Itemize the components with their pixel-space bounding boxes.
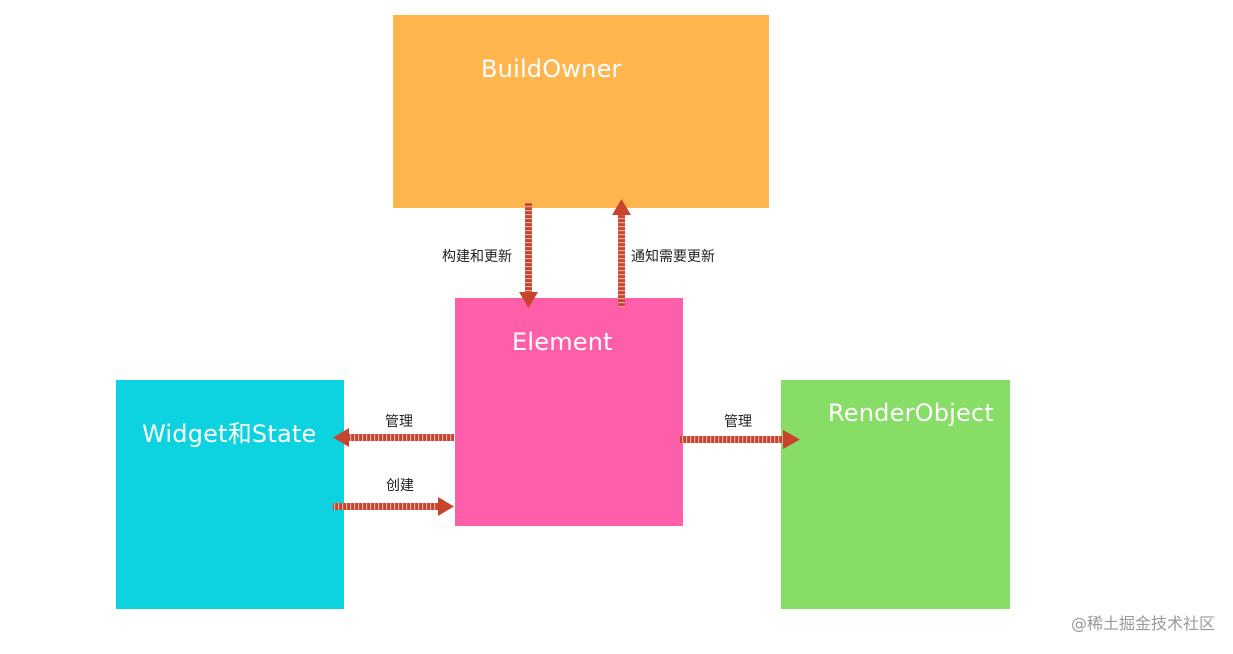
arrow-notify-up bbox=[612, 199, 631, 307]
arrow-build-down bbox=[519, 203, 538, 308]
watermark-text: @稀土掘金技术社区 bbox=[1070, 614, 1215, 633]
renderobject-node: RenderObject bbox=[781, 380, 1010, 609]
widget-state-node: Widget和State bbox=[116, 380, 344, 609]
widget-state-label: Widget和State bbox=[142, 420, 317, 448]
build-update-label: 构建和更新 bbox=[442, 249, 512, 265]
arrow-create-right bbox=[333, 497, 454, 516]
manage-render-label: 管理 bbox=[724, 414, 752, 430]
buildowner-label: BuildOwner bbox=[481, 55, 622, 83]
element-node: Element bbox=[455, 298, 683, 526]
create-element-label: 创建 bbox=[386, 478, 414, 494]
element-label: Element bbox=[512, 328, 613, 356]
buildowner-node: BuildOwner bbox=[393, 15, 769, 208]
manage-widget-label: 管理 bbox=[385, 414, 413, 430]
notify-update-label: 通知需要更新 bbox=[631, 249, 715, 265]
renderobject-label: RenderObject bbox=[828, 399, 995, 427]
